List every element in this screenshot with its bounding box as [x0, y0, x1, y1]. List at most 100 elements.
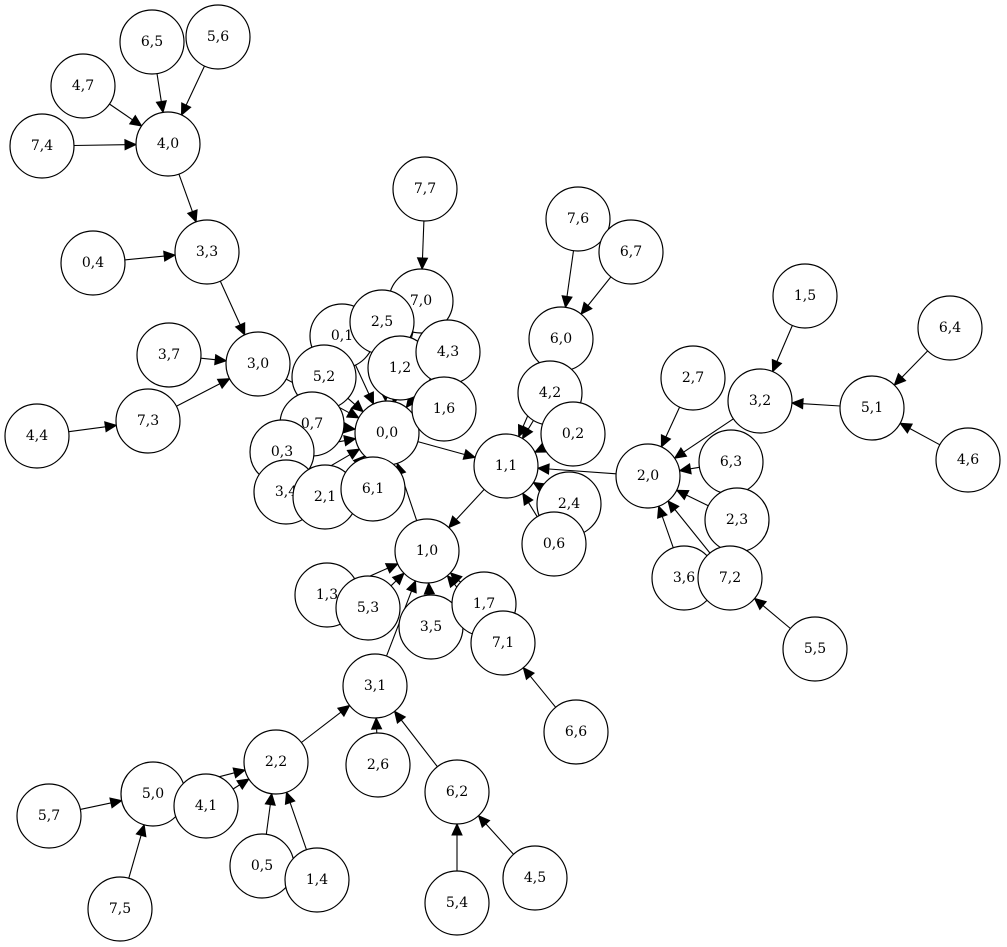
node-label: 4,5: [524, 870, 546, 886]
edge-line: [528, 502, 538, 517]
arrowhead-icon: [234, 322, 246, 337]
edge-5-5-to-7-2: [753, 597, 791, 629]
node-circle: [782, 616, 848, 682]
arrowhead-icon: [893, 372, 907, 386]
node-label: 2,0: [637, 468, 659, 484]
edge-7-7-to-7-0: [416, 220, 429, 271]
node-4-1: 4,1: [173, 773, 239, 839]
node-circle: [424, 759, 490, 825]
node-5-5: 5,5: [782, 616, 848, 682]
node-7-2: 7,2: [697, 545, 763, 611]
node-label: 5,5: [804, 641, 826, 657]
node-label: 6,4: [939, 320, 961, 336]
arrowhead-icon: [678, 463, 692, 475]
edge-0-7-to-0-0: [343, 422, 357, 434]
node-circle: [540, 401, 606, 467]
edge-3-5-to-1-0: [423, 581, 436, 595]
node-label: 7,1: [492, 635, 514, 651]
edge-line: [390, 580, 397, 587]
node-label: 2,1: [314, 489, 336, 505]
arrowhead-icon: [155, 100, 167, 114]
arrowhead-icon: [536, 463, 550, 475]
node-5-1: 5,1: [839, 375, 905, 441]
node-label: 7,3: [137, 413, 159, 429]
arrowhead-icon: [264, 792, 276, 806]
node-label: 1,0: [416, 543, 438, 559]
node-circle: [345, 732, 411, 798]
edge-3-6-to-2-0: [657, 505, 674, 548]
edge-line: [674, 509, 711, 554]
node-4-7: 4,7: [50, 53, 116, 119]
node-circle: [135, 111, 201, 177]
arrowhead-icon: [232, 767, 247, 779]
node-label: 5,4: [446, 895, 468, 911]
edge-2-0-to-1-1: [536, 463, 617, 475]
node-circle: [340, 456, 406, 522]
arrowhead-icon: [363, 391, 375, 406]
arrowhead-icon: [660, 434, 672, 448]
edge-line: [485, 823, 514, 855]
node-label: 7,5: [109, 901, 131, 917]
node-7-6: 7,6: [545, 186, 611, 252]
edge-0-4-to-3-3: [124, 250, 177, 262]
edge-1-5-to-3-2: [771, 325, 793, 373]
node-label: 3,0: [247, 356, 269, 372]
edge-line: [185, 65, 205, 106]
node-3-2: 3,2: [727, 368, 793, 434]
arrowhead-icon: [216, 378, 231, 390]
node-4-5: 4,5: [502, 845, 568, 911]
node-label: 0,4: [82, 255, 104, 271]
edge-line: [109, 103, 133, 121]
node-circle: [660, 345, 726, 411]
node-label: 3,4: [275, 484, 297, 500]
edge-0-6-to-1-1: [522, 492, 538, 517]
edge-0-5-to-2-2: [264, 792, 276, 835]
edge-line: [73, 144, 126, 147]
node-label: 5,6: [207, 29, 229, 45]
node-circle: [119, 9, 185, 75]
node-circle: [424, 870, 490, 936]
node-2-1: 2,1: [292, 464, 358, 530]
arrowhead-icon: [580, 301, 593, 316]
edge-7-6-to-6-0: [561, 250, 575, 309]
edge-1-4-to-2-2: [284, 791, 308, 850]
edge-line: [219, 280, 241, 326]
node-circle: [115, 388, 181, 454]
arrowhead-icon: [236, 778, 250, 791]
edge-line: [128, 835, 142, 879]
node-0-0: 0,0: [354, 400, 420, 466]
node-circle: [598, 219, 664, 285]
arrowhead-icon: [104, 421, 118, 433]
node-label: 2,2: [265, 754, 287, 770]
node-label: 0,1: [331, 328, 353, 344]
edge-line: [124, 255, 165, 261]
node-label: 4,6: [957, 452, 979, 468]
node-label: 7,0: [410, 293, 432, 309]
edge-4-0-to-3-3: [178, 173, 198, 224]
node-label: 0,3: [271, 444, 293, 460]
node-circle: [225, 331, 291, 397]
edge-4-2-to-1-1: [521, 420, 534, 440]
node-circle: [16, 783, 82, 849]
edge-line: [909, 428, 941, 446]
arrowhead-icon: [284, 791, 296, 806]
edge-line: [686, 494, 709, 507]
node-circle: [392, 156, 458, 222]
edge-5-7-to-5-0: [80, 797, 123, 810]
node-label: 2,4: [558, 496, 580, 512]
node-label: 7,6: [567, 211, 589, 227]
edge-line: [347, 397, 356, 405]
node-label: 7,4: [31, 138, 53, 154]
node-label: 1,1: [495, 458, 517, 474]
node-circle: [394, 518, 460, 584]
node-7-3: 7,3: [115, 388, 181, 454]
node-4-3: 4,3: [415, 319, 481, 385]
arrowhead-icon: [124, 138, 138, 151]
node-5-0: 5,0: [120, 761, 186, 827]
node-3-6: 3,6: [651, 545, 717, 611]
edge-3-7-to-3-0: [200, 353, 228, 366]
node-label: 6,1: [362, 481, 384, 497]
edge-line: [232, 784, 240, 790]
node-circle: [243, 729, 309, 795]
edge-line: [301, 711, 342, 743]
